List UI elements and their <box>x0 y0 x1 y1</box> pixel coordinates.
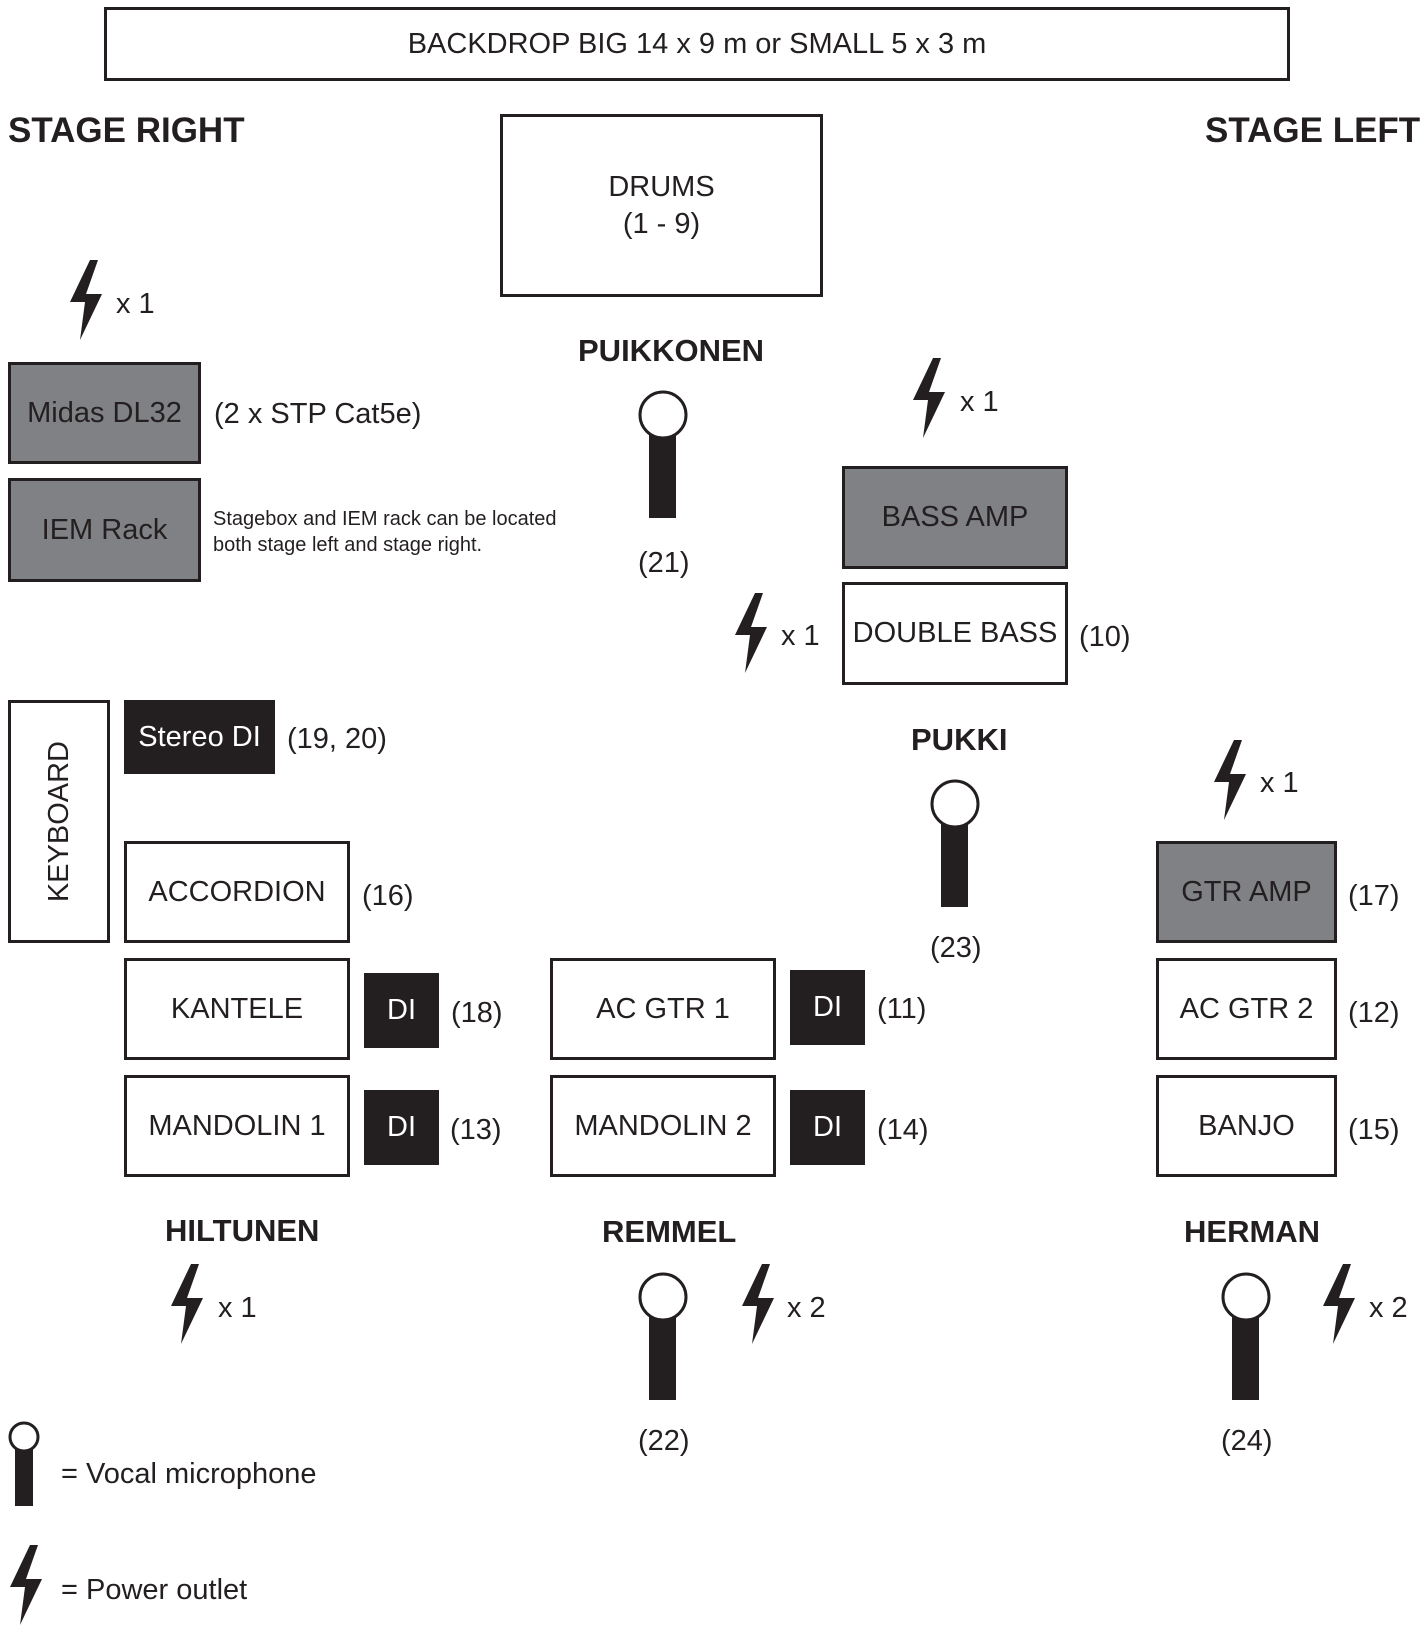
legend-power-outlet: = Power outlet <box>61 1574 248 1606</box>
power-outlet-icon <box>1323 1264 1355 1344</box>
power-outlet-icon <box>1214 740 1246 820</box>
accordion-label: ACCORDION <box>148 875 326 908</box>
double-bass-channel: (10) <box>1079 621 1131 653</box>
vocal-microphone-icon <box>8 1421 40 1506</box>
mic-channel-puikkonen: (21) <box>638 547 690 579</box>
power-outlet-icon <box>742 1264 774 1344</box>
di-box-mandolin2: DI <box>790 1090 865 1165</box>
di-label: DI <box>387 994 416 1027</box>
power-outlet-icon <box>913 358 945 438</box>
stage-right-label: STAGE RIGHT <box>8 111 245 150</box>
vocal-microphone-icon <box>638 390 688 518</box>
performer-puikkonen: PUIKKONEN <box>578 333 765 368</box>
di-label: DI <box>387 1111 416 1144</box>
double-bass-label: DOUBLE BASS <box>852 617 1058 650</box>
mandolin1-label: MANDOLIN 1 <box>148 1109 326 1142</box>
mandolin1-box: MANDOLIN 1 <box>124 1075 350 1177</box>
stereo-di-box: Stereo DI <box>124 700 275 774</box>
gtr-amp-channel: (17) <box>1348 880 1400 912</box>
mic-channel-herman: (24) <box>1221 1425 1273 1457</box>
keyboard-box: KEYBOARD <box>8 700 110 943</box>
performer-hiltunen: HILTUNEN <box>165 1213 320 1248</box>
mandolin2-channel: (14) <box>877 1114 929 1146</box>
stage-left-label: STAGE LEFT <box>1205 111 1420 150</box>
keyboard-label: KEYBOARD <box>42 740 75 903</box>
midas-cable-label: (2 x STP Cat5e) <box>214 398 422 430</box>
accordion-channel: (16) <box>362 880 414 912</box>
mic-channel-pukki: (23) <box>930 932 982 964</box>
iem-rack-box: IEM Rack <box>8 478 201 582</box>
bass-amp-label: BASS AMP <box>881 501 1029 534</box>
di-box-ac-gtr1: DI <box>790 970 865 1045</box>
ac-gtr2-channel: (12) <box>1348 997 1400 1029</box>
di-box-mandolin1: DI <box>364 1090 439 1165</box>
ac-gtr2-label: AC GTR 2 <box>1179 992 1314 1025</box>
vocal-microphone-icon <box>930 779 980 907</box>
drums-box: DRUMS (1 - 9) <box>500 114 823 297</box>
iem-rack-label: IEM Rack <box>41 513 168 546</box>
ac-gtr1-label: AC GTR 1 <box>596 992 730 1025</box>
power-count-herman: x 2 <box>1369 1292 1408 1324</box>
double-bass-box: DOUBLE BASS <box>842 582 1068 685</box>
gtr-amp-box: GTR AMP <box>1156 841 1337 943</box>
power-count-remmel: x 2 <box>787 1292 826 1324</box>
stagebox-note: Stagebox and IEM rack can be located bot… <box>213 506 557 558</box>
backdrop-box: BACKDROP BIG 14 x 9 m or SMALL 5 x 3 m <box>104 7 1290 81</box>
power-count-gtr-amp: x 1 <box>1260 767 1299 799</box>
power-outlet-icon <box>70 260 102 340</box>
midas-dl32-label: Midas DL32 <box>27 396 182 429</box>
stereo-di-label: Stereo DI <box>138 720 261 753</box>
mandolin2-box: MANDOLIN 2 <box>550 1075 776 1177</box>
vocal-microphone-icon <box>1221 1272 1271 1400</box>
drums-channels: (1 - 9) <box>622 207 701 240</box>
power-outlet-icon <box>171 1264 203 1344</box>
accordion-box: ACCORDION <box>124 841 350 943</box>
stagebox-note-line1: Stagebox and IEM rack can be located <box>213 508 557 530</box>
ac-gtr1-box: AC GTR 1 <box>550 958 776 1060</box>
performer-pukki: PUKKI <box>911 722 1008 757</box>
power-count-double-bass: x 1 <box>781 620 820 652</box>
di-label: DI <box>813 1111 842 1144</box>
drums-label: DRUMS <box>608 171 715 204</box>
stereo-di-channels: (19, 20) <box>287 723 387 755</box>
gtr-amp-label: GTR AMP <box>1181 875 1312 908</box>
performer-remmel: REMMEL <box>602 1214 737 1249</box>
power-count-bass-amp: x 1 <box>960 386 999 418</box>
di-box-kantele: DI <box>364 973 439 1048</box>
midas-dl32-box: Midas DL32 <box>8 362 201 464</box>
bass-amp-box: BASS AMP <box>842 466 1068 569</box>
ac-gtr2-box: AC GTR 2 <box>1156 958 1337 1060</box>
backdrop-label: BACKDROP BIG 14 x 9 m or SMALL 5 x 3 m <box>407 27 987 60</box>
power-outlet-icon <box>735 593 767 673</box>
mandolin2-label: MANDOLIN 2 <box>574 1109 752 1142</box>
power-count-stage-right: x 1 <box>116 288 155 320</box>
banjo-box: BANJO <box>1156 1075 1337 1177</box>
legend-vocal-microphone: = Vocal microphone <box>61 1458 317 1490</box>
banjo-channel: (15) <box>1348 1114 1400 1146</box>
kantele-box: KANTELE <box>124 958 350 1060</box>
power-count-hiltunen: x 1 <box>218 1292 257 1324</box>
di-label: DI <box>813 991 842 1024</box>
kantele-label: KANTELE <box>170 992 304 1025</box>
mandolin1-channel: (13) <box>450 1114 502 1146</box>
ac-gtr1-channel: (11) <box>877 993 927 1025</box>
banjo-label: BANJO <box>1198 1109 1295 1142</box>
stagebox-note-line2: both stage left and stage right. <box>213 534 483 556</box>
kantele-channel: (18) <box>451 997 503 1029</box>
performer-herman: HERMAN <box>1184 1214 1321 1249</box>
mic-channel-remmel: (22) <box>638 1425 690 1457</box>
vocal-microphone-icon <box>638 1272 688 1400</box>
power-outlet-icon <box>10 1545 42 1625</box>
